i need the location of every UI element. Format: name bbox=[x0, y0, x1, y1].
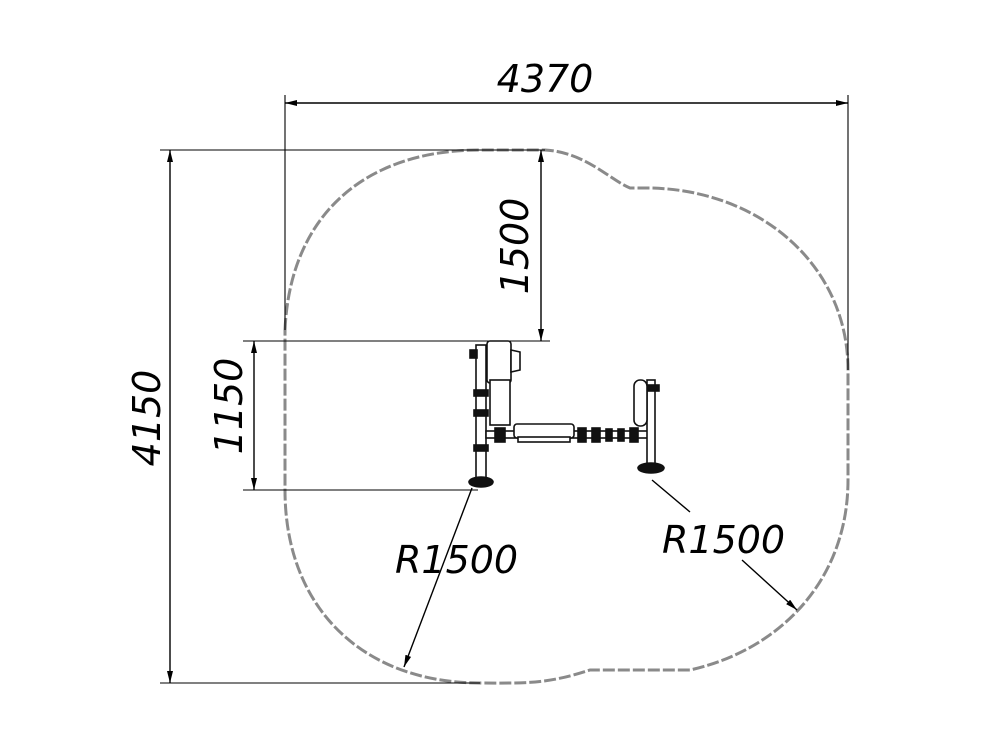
dim-text-width: 4370 bbox=[497, 57, 594, 101]
radius-text-left: R1500 bbox=[395, 538, 518, 582]
dim-text-equipment-depth: 1150 bbox=[207, 358, 251, 455]
radius-leader-right-a bbox=[651, 479, 691, 513]
equipment-unit bbox=[468, 340, 665, 488]
extension-lines bbox=[160, 95, 849, 684]
dim-text-top-offset: 1500 bbox=[493, 198, 537, 295]
safety-zone-outline bbox=[283, 148, 850, 685]
radius-leader-left bbox=[403, 487, 473, 668]
radius-text-right: R1500 bbox=[662, 518, 785, 562]
dim-text-height: 4150 bbox=[125, 370, 169, 467]
radius-leader-right-b bbox=[741, 559, 798, 611]
